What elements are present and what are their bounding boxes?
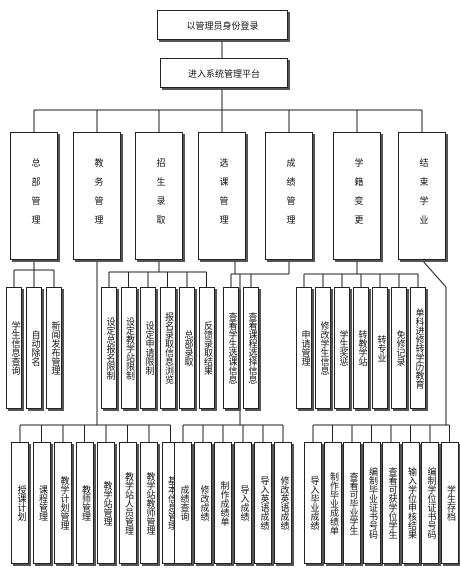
- graduation-item: 输入学位申核结果: [401, 442, 420, 564]
- category-admission: 招生录取: [135, 132, 183, 260]
- hq-item: 学生信息查询: [6, 287, 22, 409]
- academic-item: 教学计划管理: [54, 442, 72, 564]
- academic-item: 教学站管理: [97, 442, 115, 564]
- grade-item: 导入英语成绩: [254, 442, 272, 564]
- admission-item: 报名录取信息浏览: [159, 287, 176, 409]
- category-status: 学籍变更: [333, 132, 381, 260]
- academic-item: 课程管理: [32, 442, 51, 564]
- login-node: 以管理员身份登录: [157, 10, 288, 40]
- academic-item: 教学站教师管理: [140, 442, 158, 564]
- admission-item: 反馈录取结果: [198, 287, 215, 409]
- category-hq: 总部管理: [10, 132, 58, 260]
- status-item: 转专业: [372, 287, 388, 409]
- admission-item: 总部录取: [179, 287, 195, 409]
- academic-item: 教学站人员管理: [118, 442, 137, 564]
- hq-item: 新闻发布管理: [46, 287, 62, 409]
- graduation-item: 制作毕业成绩单: [323, 442, 342, 564]
- graduation-item: 学生存档: [440, 442, 459, 564]
- admission-item: 设定总报名限制: [101, 287, 117, 409]
- status-item: 申请管理: [296, 287, 312, 409]
- academic-item: 教师管理: [75, 442, 94, 564]
- status-item: 单科进修转学历教育: [410, 287, 426, 409]
- hq-item: 自动除名: [26, 287, 42, 409]
- selection-item: 查看课程选择信息: [243, 287, 259, 409]
- category-selection: 选课管理: [198, 132, 246, 260]
- grade-item: 制作成绩单: [214, 442, 232, 564]
- connector: [421, 259, 447, 288]
- grade-item: 成绩查询: [174, 442, 192, 564]
- academic-item: 授课计划: [11, 442, 29, 564]
- category-grades: 成绩管理: [265, 132, 313, 260]
- status-item: 修改学生信息: [315, 287, 331, 409]
- graduation-item: 编制学位证书号码: [421, 442, 439, 564]
- graduation-item: 编制毕业证书号码: [362, 442, 381, 564]
- selection-item: 查看学生选课信息: [223, 287, 239, 409]
- graduation-item: 查看可获学位学生: [382, 442, 400, 564]
- status-item: 学生奖惩: [334, 287, 350, 409]
- category-academic: 教务管理: [73, 132, 121, 260]
- admission-item: 设定申请限制: [140, 287, 156, 409]
- admission-item: 设定教学站限制: [120, 287, 137, 409]
- graduation-item: 导入毕业成绩: [304, 442, 322, 564]
- grade-item: 导入成绩: [234, 442, 252, 564]
- status-item: 免修记录: [391, 287, 407, 409]
- platform-node: 进入系统管理平台: [160, 58, 288, 88]
- grade-item: 修改成绩: [194, 442, 212, 564]
- graduation-item: 查看可毕业学生: [343, 442, 361, 564]
- grade-item: 修改英语成绩: [274, 442, 292, 564]
- status-item: 转教学站: [353, 287, 369, 409]
- category-graduation: 结束学业: [398, 132, 446, 260]
